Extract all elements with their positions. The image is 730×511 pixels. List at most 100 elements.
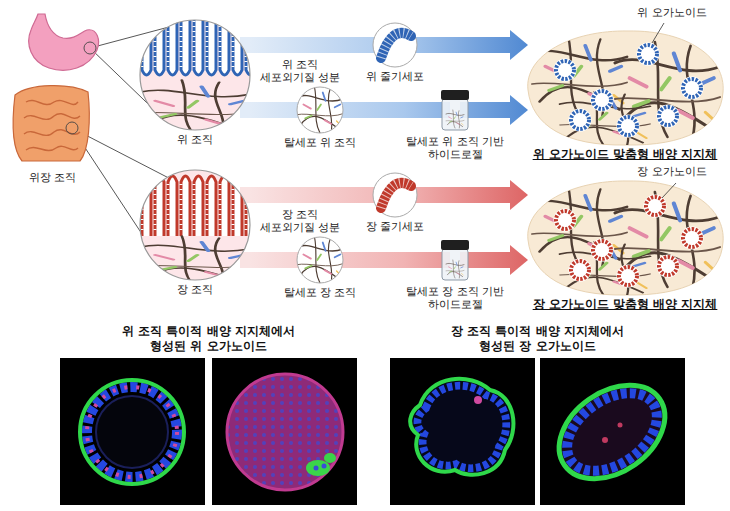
process-arrow: [333, 102, 450, 118]
intestinal-stem-cell: [373, 173, 417, 217]
node-label: 위 조직 특이적 배양 지지체에서 형성된 위 오가노이드: [122, 324, 295, 354]
intestinal-scaffold: [556, 211, 574, 229]
gastric-stem-cell: [373, 23, 417, 67]
gastric-scaffold: [571, 111, 589, 129]
decell-gastric: [297, 87, 343, 133]
micrograph: [602, 437, 608, 443]
node-label: 위장 조직: [29, 171, 77, 184]
micrograph: [227, 374, 343, 490]
hydrogel-vial: [441, 90, 469, 130]
node-label: 위 오가노이드 맞춤형 배양 지지체: [533, 147, 718, 162]
micrograph: [212, 358, 357, 505]
annotation-label: 장 오가노이드: [637, 165, 707, 178]
node-label: 탈세포 장 조직: [284, 286, 357, 299]
hydrogel-vial: [446, 260, 464, 278]
gastric-scaffold: [683, 79, 701, 97]
gastric-scaffold: [659, 107, 677, 125]
gastric-scaffold: [619, 117, 637, 135]
process-arrow: [460, 95, 528, 125]
gastric-scaffold: [639, 45, 657, 63]
decell-gastric: [297, 87, 343, 133]
gastric-tissue: [140, 80, 250, 135]
arrow-band: [407, 187, 510, 203]
decell-gastric: [297, 87, 343, 133]
gastric-stem-cell: [381, 33, 411, 58]
gi-tract: [24, 130, 80, 136]
intestinal-tissue: [140, 160, 250, 238]
gastric-tissue: [140, 12, 250, 78]
micrograph: [540, 358, 685, 505]
decell-intestinal: [297, 237, 343, 283]
stem-cell-circle: 장 줄기세포: [373, 173, 417, 217]
gastric-scaffold: [528, 23, 723, 147]
micrograph: [618, 423, 623, 428]
arrow-band: [240, 37, 383, 53]
organ-illustration: 위장 조직: [5, 15, 100, 165]
intestinal-scaffold: [532, 186, 720, 297]
micrograph: [306, 460, 330, 476]
gastric-tissue: [140, 20, 250, 130]
intestinal-scaffold: [593, 241, 611, 259]
decell-circle: 탈세포 장 조직: [297, 237, 343, 283]
micrograph: [540, 358, 685, 505]
gi-tract: [26, 146, 78, 150]
decell-intestinal: [297, 237, 343, 283]
micrograph: [227, 374, 343, 490]
process-arrow: [407, 180, 528, 210]
node-label: 탈세포 위 조직 기반 하이드로젤: [406, 135, 505, 161]
tissue-circle: 장 조직: [140, 170, 250, 280]
hydrogel-vial: [446, 110, 464, 128]
gi-tract: [29, 14, 99, 70]
gastric-scaffold: [615, 42, 720, 137]
scaffold-blob: 장 오가노이드 맞춤형 배양 지지체: [525, 178, 725, 296]
micrograph: [227, 374, 343, 490]
micrograph: [87, 387, 177, 477]
micrograph: [542, 366, 683, 498]
intestinal-scaffold: [528, 181, 723, 295]
node-label: 위 줄기세포: [366, 70, 425, 83]
micrograph: [60, 358, 205, 505]
decell-intestinal: [297, 237, 343, 283]
process-arrow: [460, 245, 528, 275]
node-label: 장 조직: [177, 283, 214, 296]
gastric-scaffold: [560, 92, 650, 147]
gi-tract: [84, 42, 96, 54]
node-label: 장 조직 특이적 배양 지지체에서 형성된 장 오가노이드: [451, 324, 624, 354]
node-label: 장 오가노이드 맞춤형 배양 지지체: [533, 297, 718, 312]
micrograph: [390, 358, 535, 505]
decell-gastric: [297, 87, 343, 133]
decell-intestinal: [297, 237, 343, 283]
gi-tract: [13, 14, 98, 161]
gastric-scaffold: [528, 31, 723, 145]
micrograph: [212, 358, 357, 505]
scaffold-blob: 위 오가노이드 맞춤형 배양 지지체: [525, 28, 725, 146]
process-arrow: [240, 187, 383, 203]
gi-tract: [13, 86, 89, 161]
annotation-label: 위 오가노이드: [637, 6, 707, 19]
gi-tract: [66, 122, 78, 134]
gastric-stem-cell: [381, 33, 411, 58]
intestinal-scaffold: [532, 186, 627, 266]
micrograph: [390, 358, 535, 505]
annotation-label: 장 조직 세포외기질 성분: [260, 208, 341, 234]
hydrogel-vial: [442, 249, 468, 280]
gastric-scaffold: [652, 23, 664, 43]
intestinal-tissue: [140, 236, 250, 286]
arrow-band: [333, 102, 450, 118]
decell-intestinal: [297, 237, 343, 283]
gastric-tissue: [140, 12, 250, 135]
intestinal-scaffold: [683, 229, 701, 247]
hydrogel-vial: 탈세포 위 조직 기반 하이드로젤: [440, 90, 470, 130]
intestinal-tissue: [140, 170, 250, 280]
gi-tract: [24, 114, 80, 120]
intestinal-stem-cell: [373, 173, 417, 217]
annotation-label: 위 조직 세포외기질 성분: [260, 58, 341, 84]
hydrogel-vial: [441, 90, 469, 100]
process-arrow: [407, 30, 528, 60]
node-label: 위 조직: [177, 133, 214, 146]
node-label: 탈세포 장 조직 기반 하이드로젤: [406, 285, 505, 311]
hydrogel-vial: [441, 240, 469, 280]
process-arrow: [333, 252, 450, 268]
